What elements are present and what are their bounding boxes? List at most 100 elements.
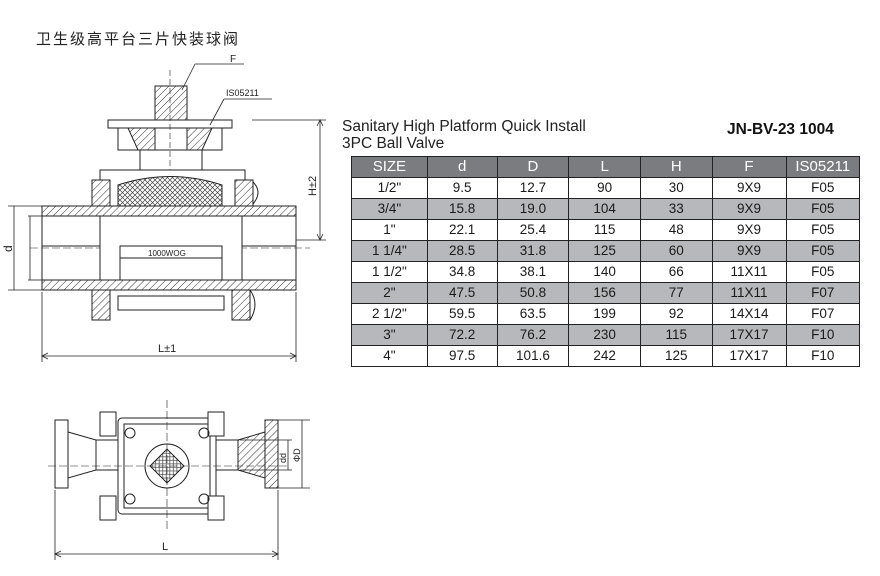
cell-iso: F10 (785, 345, 860, 367)
cell-size: 3/4" (351, 198, 428, 220)
cell-l: 104 (568, 198, 641, 220)
cell-h: 30 (639, 177, 713, 199)
header-l: L (568, 156, 641, 178)
cell-d: 97.5 (426, 345, 498, 367)
cell-f: 11X11 (711, 282, 787, 304)
chinese-title: 卫生级高平台三片快装球阀 (36, 30, 241, 48)
label-dd: dd (278, 453, 288, 463)
seat-seal (117, 176, 223, 213)
cell-h: 77 (639, 282, 713, 304)
english-title: Sanitary High Platform Quick Install 3PC… (342, 118, 586, 152)
cell-l: 242 (568, 345, 641, 367)
front-section-view: 1000WOG (30, 70, 310, 321)
label-h: H±2 (307, 176, 319, 196)
cell-D: 63.5 (496, 303, 570, 325)
cell-d: 59.5 (426, 303, 498, 325)
cell-size: 1/2" (351, 177, 428, 199)
cell-iso: F07 (785, 282, 860, 304)
cell-d: 34.8 (426, 261, 498, 283)
english-title-line2: 3PC Ball Valve (342, 135, 445, 152)
cell-l: 230 (568, 324, 641, 346)
cell-h: 92 (639, 303, 713, 325)
label-iso: IS05211 (226, 88, 259, 98)
cell-size: 2" (351, 282, 428, 304)
cell-iso: F07 (785, 303, 860, 325)
cell-d: 28.5 (426, 240, 498, 262)
cell-iso: F05 (785, 177, 860, 199)
cell-h: 115 (639, 324, 713, 346)
cell-iso: F10 (785, 324, 860, 346)
cell-size: 1 1/2" (351, 261, 428, 283)
header-f: F (711, 156, 787, 178)
pipe-lower-wall (41, 279, 297, 291)
cell-size: 1 1/4" (351, 240, 428, 262)
cell-d: 72.2 (426, 324, 498, 346)
header-size: SIZE (351, 156, 428, 178)
header-d: d (426, 156, 498, 178)
cell-h: 60 (639, 240, 713, 262)
cell-D: 19.0 (496, 198, 570, 220)
cell-iso: F05 (785, 240, 860, 262)
cell-D: 25.4 (496, 219, 570, 241)
cell-d: 9.5 (426, 177, 498, 199)
cell-D: 31.8 (496, 240, 570, 262)
cell-f: 14X14 (711, 303, 787, 325)
cell-f: 9X9 (711, 219, 787, 241)
cell-l: 125 (568, 240, 641, 262)
top-view (48, 400, 290, 530)
cell-iso: F05 (785, 219, 860, 241)
table-header-row: SIZE d D L H F IS05211 (351, 156, 860, 178)
cell-h: 66 (639, 261, 713, 283)
cell-f: 9X9 (711, 240, 787, 262)
cell-d: 15.8 (426, 198, 498, 220)
cell-size: 3" (351, 324, 428, 346)
cell-size: 2 1/2" (351, 303, 428, 325)
cell-l: 156 (568, 282, 641, 304)
cell-D: 76.2 (496, 324, 570, 346)
cell-f: 17X17 (711, 345, 787, 367)
label-f: F (230, 54, 236, 65)
cell-d: 22.1 (426, 219, 498, 241)
cell-f: 9X9 (711, 177, 787, 199)
cell-D: 38.1 (496, 261, 570, 283)
label-l-tol: L±1 (158, 343, 176, 355)
cell-D: 12.7 (496, 177, 570, 199)
label-d: d (1, 245, 15, 252)
model-number: JN-BV-23 1004 (727, 121, 834, 138)
header-iso: IS05211 (785, 156, 860, 178)
cell-h: 33 (639, 198, 713, 220)
english-title-line1: Sanitary High Platform Quick Install (342, 118, 586, 135)
cell-size: 1" (351, 219, 428, 241)
label-phid: ΦD (292, 448, 302, 462)
pipe-upper-wall (41, 205, 297, 217)
cell-iso: F05 (785, 261, 860, 283)
cell-d: 47.5 (426, 282, 498, 304)
cell-f: 11X11 (711, 261, 787, 283)
header-h: H (639, 156, 713, 178)
cell-l: 115 (568, 219, 641, 241)
header-D: D (496, 156, 570, 178)
cell-h: 48 (639, 219, 713, 241)
cell-l: 90 (568, 177, 641, 199)
cell-h: 125 (639, 345, 713, 367)
label-l: L (162, 541, 168, 553)
cell-f: 9X9 (711, 198, 787, 220)
cell-iso: F05 (785, 198, 860, 220)
cell-f: 17X17 (711, 324, 787, 346)
cell-D: 50.8 (496, 282, 570, 304)
cell-D: 101.6 (496, 345, 570, 367)
cell-l: 140 (568, 261, 641, 283)
cell-size: 4" (351, 345, 428, 367)
svg-text:1000WOG: 1000WOG (148, 249, 186, 258)
